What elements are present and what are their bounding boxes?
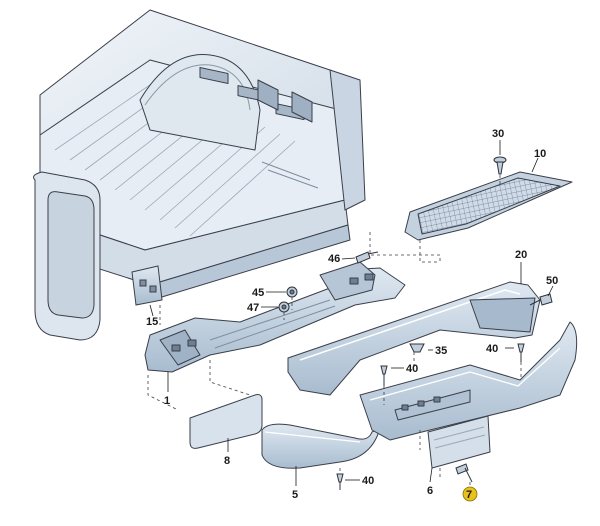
callout-6: 6 bbox=[427, 485, 433, 497]
part-10-step-pad bbox=[404, 171, 573, 241]
callout-8: 8 bbox=[224, 455, 230, 467]
push-clip-30-icon bbox=[493, 156, 507, 175]
truck-bed bbox=[33, 9, 366, 341]
callout-5: 5 bbox=[292, 489, 298, 501]
callout-45: 45 bbox=[252, 287, 264, 299]
part-20-step-bar bbox=[287, 281, 541, 396]
part-5-end-cap bbox=[261, 423, 381, 469]
rear-bumper-cover bbox=[359, 321, 578, 441]
callout-46: 46 bbox=[328, 253, 340, 265]
callout-40-bottom: 40 bbox=[362, 475, 374, 487]
callout-47: 47 bbox=[247, 302, 259, 314]
callout-50: 50 bbox=[546, 275, 558, 287]
part-8-pad bbox=[189, 394, 263, 449]
callout-10: 10 bbox=[534, 148, 546, 160]
callout-20: 20 bbox=[515, 249, 527, 261]
callout-15: 15 bbox=[146, 316, 158, 328]
screw-7-icon bbox=[455, 463, 473, 483]
callout-30: 30 bbox=[492, 128, 504, 140]
bolt-50-icon bbox=[529, 293, 553, 306]
callout-7: 7 bbox=[466, 489, 472, 501]
callout-1: 1 bbox=[164, 395, 170, 407]
alignment-lines bbox=[147, 175, 522, 486]
leader-lines bbox=[149, 140, 554, 486]
callout-40-right: 40 bbox=[486, 343, 498, 355]
nut-45-icon bbox=[286, 286, 298, 298]
part-1-bumper-bracket bbox=[144, 261, 406, 373]
highlight-badge bbox=[462, 486, 478, 502]
bolt-40-icon bbox=[517, 343, 525, 362]
nut-47-icon bbox=[278, 301, 290, 313]
bolt-46-icon bbox=[355, 251, 379, 264]
callout-labels: 30 10 20 50 46 45 47 15 35 40 40 1 8 5 4… bbox=[146, 128, 558, 502]
callout-35: 35 bbox=[435, 345, 447, 357]
callout-40-middle: 40 bbox=[406, 363, 418, 375]
clip-35-icon bbox=[409, 343, 425, 353]
part-6-plate-bracket bbox=[427, 415, 491, 469]
bolt-40-icon bbox=[336, 473, 344, 490]
part-15-bracket bbox=[131, 265, 163, 306]
bolt-40-icon bbox=[380, 365, 388, 386]
